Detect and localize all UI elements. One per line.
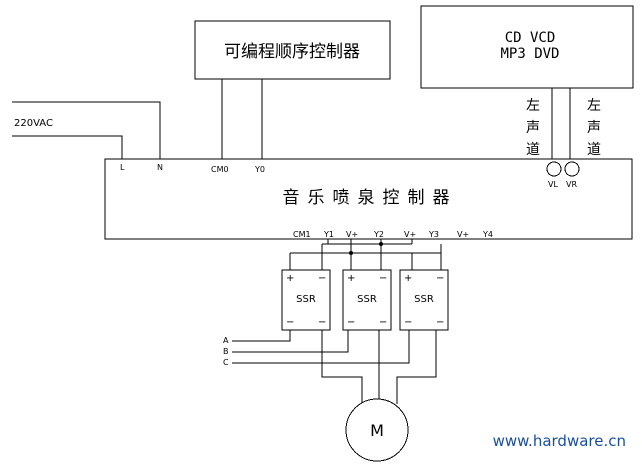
ssr-1-label: SSR bbox=[296, 294, 316, 305]
phase-b-label: B bbox=[223, 347, 229, 356]
phase-b-wire bbox=[232, 330, 349, 353]
vl-jack-icon bbox=[546, 161, 562, 177]
ssr-3-bottom-right: − bbox=[436, 317, 444, 328]
ssr-2-label: SSR bbox=[357, 294, 377, 305]
media-line-2: MP3 DVD bbox=[500, 46, 559, 62]
fountain-controller-box bbox=[104, 158, 633, 240]
terminal-y0: Y0 bbox=[254, 165, 265, 174]
plc-label: 可编程顺序控制器 bbox=[224, 42, 360, 62]
terminal-vplus-1: V+ bbox=[346, 230, 358, 239]
ssr-2-bottom-left: − bbox=[347, 317, 355, 328]
vr-jack-icon bbox=[564, 161, 580, 177]
left-channel-char-1: 左 bbox=[526, 98, 540, 114]
ssr-1-bottom-left: − bbox=[286, 317, 294, 328]
ssr-2: + − SSR − − bbox=[342, 269, 392, 331]
power-label: 220VAC bbox=[14, 118, 53, 129]
ssr-1-plus: + bbox=[286, 273, 294, 284]
terminal-y4: Y4 bbox=[482, 230, 493, 239]
terminal-y3: Y3 bbox=[428, 230, 439, 239]
ssr-1-minus: − bbox=[318, 273, 326, 284]
vr-label: VR bbox=[566, 180, 577, 189]
ssr-1-bottom-right: − bbox=[318, 317, 326, 328]
plc-box bbox=[194, 20, 391, 80]
terminal-y1: Y1 bbox=[323, 230, 334, 239]
right-channel-char-1: 左 bbox=[587, 98, 601, 114]
right-channel-char-3: 道 bbox=[587, 142, 601, 158]
ssr-1-body bbox=[281, 269, 331, 331]
power-wire-n bbox=[12, 101, 161, 159]
motor-label: M bbox=[370, 421, 384, 440]
left-channel-label: 左 声 道 bbox=[526, 98, 544, 158]
left-channel-char-3: 道 bbox=[526, 142, 540, 158]
terminal-y2: Y2 bbox=[373, 230, 384, 239]
ssr1-out-wire bbox=[321, 330, 363, 404]
terminal-vplus-2: V+ bbox=[404, 230, 416, 239]
terminal-cm1: CM1 bbox=[293, 230, 311, 239]
right-channel-char-2: 声 bbox=[587, 120, 601, 136]
ssr-3-bottom-left: − bbox=[404, 317, 412, 328]
controller-label: 音乐喷泉控制器 bbox=[283, 188, 458, 208]
phase-c-label: C bbox=[223, 358, 229, 367]
power-wire-l bbox=[12, 135, 123, 159]
vl-label: VL bbox=[548, 180, 558, 189]
ssr-3-label: SSR bbox=[414, 294, 434, 305]
ssr-2-minus: − bbox=[379, 273, 387, 284]
ssr3-out-wire bbox=[396, 330, 437, 404]
ssr-3: + − SSR − − bbox=[399, 269, 449, 331]
phase-a-label: A bbox=[223, 336, 229, 345]
phase-a-wire bbox=[232, 330, 291, 342]
media-player-box bbox=[420, 5, 634, 89]
ssr-2-plus: + bbox=[347, 273, 355, 284]
media-line-1: CD VCD bbox=[505, 30, 556, 46]
ssr-3-plus: + bbox=[404, 273, 412, 284]
watermark: www.hardware.cn bbox=[493, 432, 626, 450]
terminal-n: N bbox=[157, 163, 163, 172]
left-channel-char-2: 声 bbox=[526, 120, 540, 136]
ssr-2-body bbox=[342, 269, 392, 331]
terminal-l: L bbox=[120, 163, 125, 172]
ssr-3-body bbox=[399, 269, 449, 331]
motor-icon bbox=[345, 398, 409, 462]
phase-c-wire bbox=[232, 330, 410, 364]
ssr-2-bottom-right: − bbox=[379, 317, 387, 328]
ssr-3-minus: − bbox=[436, 273, 444, 284]
terminal-vplus-3: V+ bbox=[457, 230, 469, 239]
terminal-cm0: CM0 bbox=[211, 165, 229, 174]
right-channel-label: 左 声 道 bbox=[587, 98, 605, 158]
ssr-1: + − SSR − − bbox=[281, 269, 331, 331]
